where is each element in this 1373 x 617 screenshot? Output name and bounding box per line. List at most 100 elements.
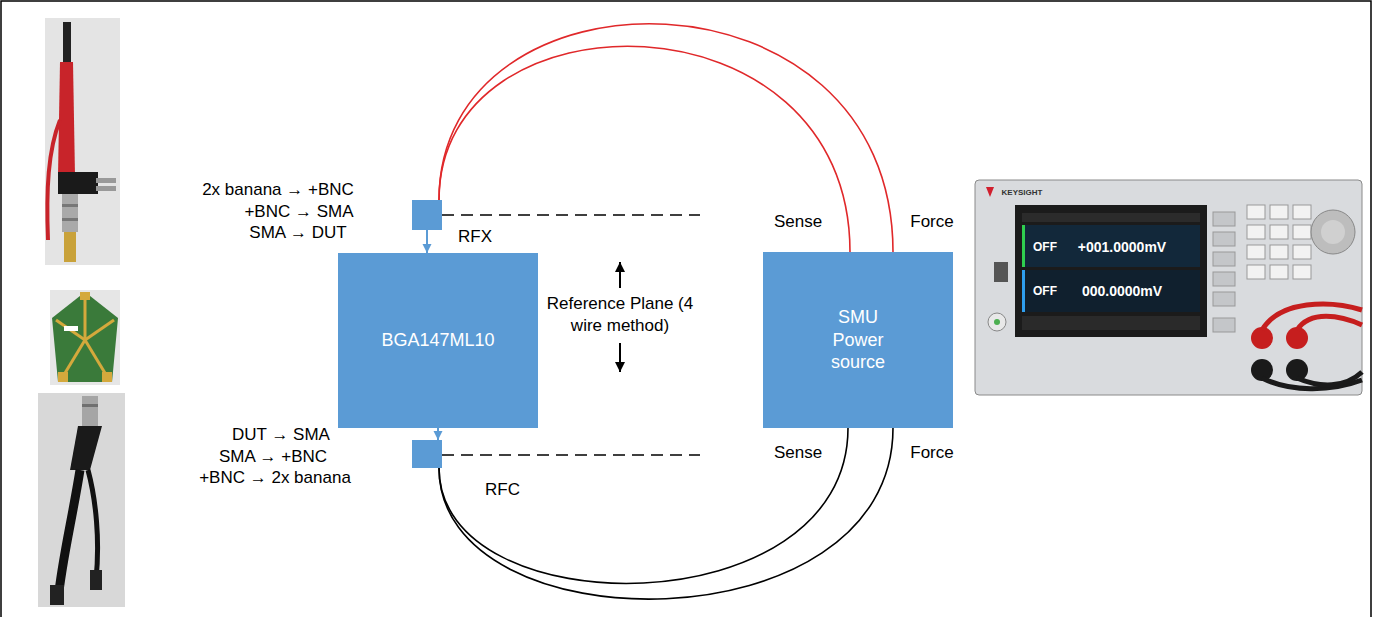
drawing-part [1213,292,1235,306]
drawing-part [64,326,78,331]
drawing-part [1251,359,1273,381]
connector-chain: SMA → DUT [249,223,346,243]
drawing-part [1247,245,1265,259]
drawing-part [56,320,85,340]
drawing-part [1293,205,1311,219]
drawing-part [102,372,112,382]
drawing-part [1262,304,1362,330]
drawing-part [1270,205,1288,219]
drawing-part [1293,265,1311,279]
drawing-part [1297,372,1362,385]
drawing-part [1022,213,1200,222]
drawing-part [1213,232,1235,246]
drawing-part [1286,359,1308,381]
drawing-part [1022,270,1025,312]
connector-chain: SMA → +BNC [219,447,327,467]
screen-text: 000.0000mV [1082,283,1162,299]
drawing-part [1270,225,1288,239]
connector-chain: 2x banana → +BNC [202,180,354,200]
drawing-part [38,393,125,607]
drawing-part [1247,205,1311,279]
port-label: RFX [458,227,492,247]
signal-arrow [426,230,428,253]
drawing-part [63,22,71,64]
drawing-part [1022,270,1200,312]
terminal-label: Force [910,443,953,463]
connector-chain: +BNC → SMA [244,202,353,222]
screen-text: OFF [1033,284,1057,298]
drawing-part [1213,318,1235,332]
wire-connector [439,428,848,583]
drawing-part [62,194,78,232]
drawing-part [1293,225,1311,239]
drawing-part [50,290,120,385]
drawing-part [84,296,87,340]
drawing-part [1311,210,1355,254]
connector-chain: DUT → SMA [232,425,330,445]
drawing-part [1247,225,1265,239]
drawing-part [96,186,116,191]
drawing-part [96,178,116,183]
pcb-photo [50,290,120,385]
terminal-label: Force [910,212,953,232]
drawing-part [58,172,98,194]
drawing-part [62,218,78,221]
drawing-part [70,426,102,470]
red-cable-photo [45,18,120,265]
drawing-part [1251,327,1273,349]
black-cable-photo [38,393,125,607]
block-box: SMU Power source [763,252,953,428]
signal-arrow [437,428,439,440]
drawing-part [62,204,78,207]
port-label: RFC [485,480,520,500]
drawing-part [1022,225,1200,267]
drawing-part [1015,205,1207,337]
wire-connector [439,46,850,252]
drawing-part [85,320,114,340]
drawing-part [1213,212,1235,226]
terminal-label: Sense [774,212,822,232]
drawing-part [1297,316,1362,330]
drawing-part [64,232,76,262]
block-box: BGA147ML10 [338,253,538,428]
reference-arrow [619,343,621,372]
drawing-part [986,187,994,197]
drawing-part [50,585,64,605]
drawing-part [88,470,98,580]
drawing-part [56,296,114,378]
drawing-part [1247,205,1265,219]
drawing-part [994,262,1008,282]
drawing-part [1213,252,1235,266]
drawing-part [80,292,90,300]
drawing-part [58,62,75,176]
terminal-label: Sense [774,443,822,463]
drawing-part [1293,245,1311,259]
smu-instrument-photo [975,180,1362,395]
drawing-part [1213,212,1235,306]
drawing-part [994,319,1000,325]
port-square: RFX [412,200,442,230]
drawing-part [82,396,98,426]
block-label: BGA147ML10 [381,329,494,352]
drawing-part [1213,272,1235,286]
drawing-part [1022,225,1025,267]
drawing-part [90,570,102,590]
brand-logo: KEYSIGHT [1002,188,1043,197]
drawing-part [988,313,1006,331]
drawing-part [1321,220,1345,244]
reference-arrow [619,262,621,288]
block-label: SMU Power source [826,306,890,374]
drawing-part [1270,265,1288,279]
drawing-part [1247,265,1265,279]
drawing-part [52,292,118,382]
drawing-part [1286,327,1308,349]
drawing-part [975,180,1362,395]
port-square: RFC [412,440,442,468]
drawing-part [45,18,120,265]
drawing-part [58,470,80,600]
drawing-part [82,404,98,407]
drawing-part [1270,245,1288,259]
screen-text: OFF [1033,240,1057,254]
